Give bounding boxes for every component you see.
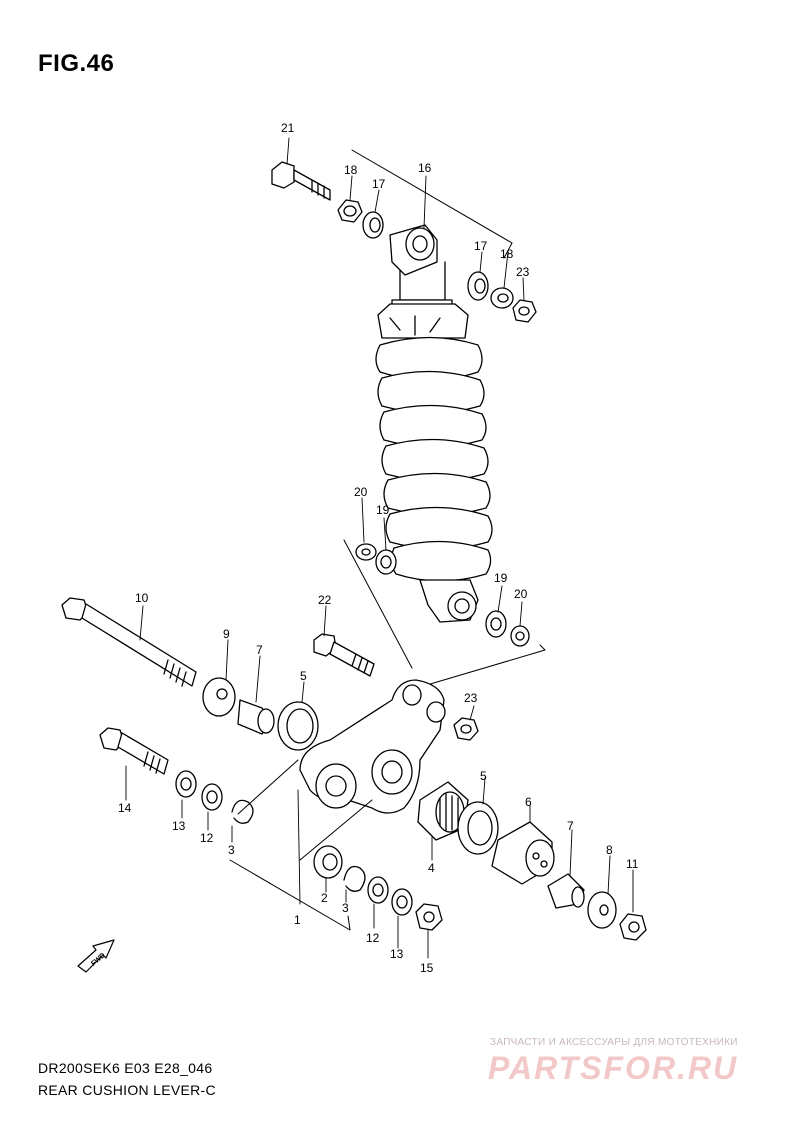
watermark-logo: PARTSFOR.RU bbox=[488, 1050, 739, 1086]
snap-ring-3-right bbox=[343, 865, 366, 892]
oil-seal-5-left bbox=[277, 701, 319, 751]
callout-15: 15 bbox=[420, 961, 434, 975]
washer-18-right bbox=[490, 287, 514, 309]
callout-9: 9 bbox=[223, 627, 230, 641]
callout-2: 2 bbox=[321, 891, 328, 905]
callout-20: 20 bbox=[514, 587, 528, 601]
washer-8 bbox=[587, 891, 617, 929]
nut-15 bbox=[415, 903, 443, 931]
callout-3: 3 bbox=[228, 843, 235, 857]
washer-13-right bbox=[391, 888, 413, 916]
section-name: REAR CUSHION LEVER-C bbox=[38, 1082, 216, 1098]
callout-12: 12 bbox=[366, 931, 380, 945]
washer-13-left bbox=[175, 770, 197, 798]
washer-19-left bbox=[375, 549, 397, 575]
callout-18: 18 bbox=[500, 247, 514, 261]
callout-12: 12 bbox=[200, 831, 214, 845]
shock-lower-eye bbox=[419, 579, 479, 623]
washer-20-right bbox=[510, 625, 530, 647]
callout-14: 14 bbox=[118, 801, 132, 815]
callout-4: 4 bbox=[428, 861, 435, 875]
washer-19-right bbox=[485, 610, 507, 638]
washer-12-left bbox=[201, 783, 223, 811]
callout-19: 19 bbox=[376, 503, 390, 517]
callout-7: 7 bbox=[256, 643, 263, 657]
washer-9 bbox=[202, 677, 236, 717]
nut-23-upper bbox=[512, 299, 537, 323]
callout-10: 10 bbox=[135, 591, 149, 605]
callout-19: 19 bbox=[494, 571, 508, 585]
bolt-14 bbox=[99, 727, 169, 775]
callout-1: 1 bbox=[294, 913, 301, 927]
callout-18: 18 bbox=[344, 163, 358, 177]
callout-6: 6 bbox=[525, 795, 532, 809]
group-bracket-top bbox=[351, 149, 513, 244]
figure-title: FIG.46 bbox=[38, 50, 115, 77]
spring-coils bbox=[375, 336, 493, 582]
callout-21: 21 bbox=[281, 121, 295, 135]
callout-7: 7 bbox=[567, 819, 574, 833]
bolt-22 bbox=[313, 633, 375, 677]
nut-18-upper bbox=[337, 199, 363, 223]
group-bracket-left bbox=[229, 759, 351, 931]
bolt-10 bbox=[61, 597, 197, 687]
washer-17-upper bbox=[362, 211, 384, 239]
callout-13: 13 bbox=[172, 819, 186, 833]
fwd-arrow-icon bbox=[77, 939, 115, 973]
nut-23-lower bbox=[453, 717, 479, 741]
callout-17: 17 bbox=[474, 239, 488, 253]
callout-23: 23 bbox=[516, 265, 530, 279]
bushing-2 bbox=[313, 845, 343, 879]
callout-22: 22 bbox=[318, 593, 332, 607]
leader-lines bbox=[125, 137, 634, 959]
collar-7-left bbox=[237, 699, 275, 735]
washer-12-right bbox=[367, 876, 389, 904]
model-code: DR200SEK6 E03 E28_046 bbox=[38, 1060, 213, 1076]
oil-seal-5-right bbox=[457, 801, 499, 855]
callout-3: 3 bbox=[342, 901, 349, 915]
bolt-21 bbox=[271, 161, 331, 201]
callout-23: 23 bbox=[464, 691, 478, 705]
washer-20-left bbox=[355, 543, 377, 561]
callout-13: 13 bbox=[390, 947, 404, 961]
callout-5: 5 bbox=[480, 769, 487, 783]
collar-7-right bbox=[547, 873, 585, 909]
watermark-caption: ЗАПЧАСТИ И АКСЕССУАРЫ ДЛЯ МОТОТЕХНИКИ bbox=[490, 1037, 738, 1048]
callout-17: 17 bbox=[372, 177, 386, 191]
spacer-6 bbox=[491, 821, 555, 885]
nut-11 bbox=[619, 913, 647, 941]
callout-8: 8 bbox=[606, 843, 613, 857]
bearing-4 bbox=[417, 781, 469, 841]
shock-absorber-16 bbox=[377, 224, 469, 339]
snap-ring-3-left bbox=[231, 799, 254, 824]
callout-5: 5 bbox=[300, 669, 307, 683]
washer-17-right bbox=[467, 271, 489, 301]
cushion-lever-1 bbox=[299, 679, 446, 814]
callout-11: 11 bbox=[626, 857, 639, 871]
group-bracket-mid bbox=[343, 539, 546, 691]
callout-20: 20 bbox=[354, 485, 368, 499]
callout-16: 16 bbox=[418, 161, 432, 175]
